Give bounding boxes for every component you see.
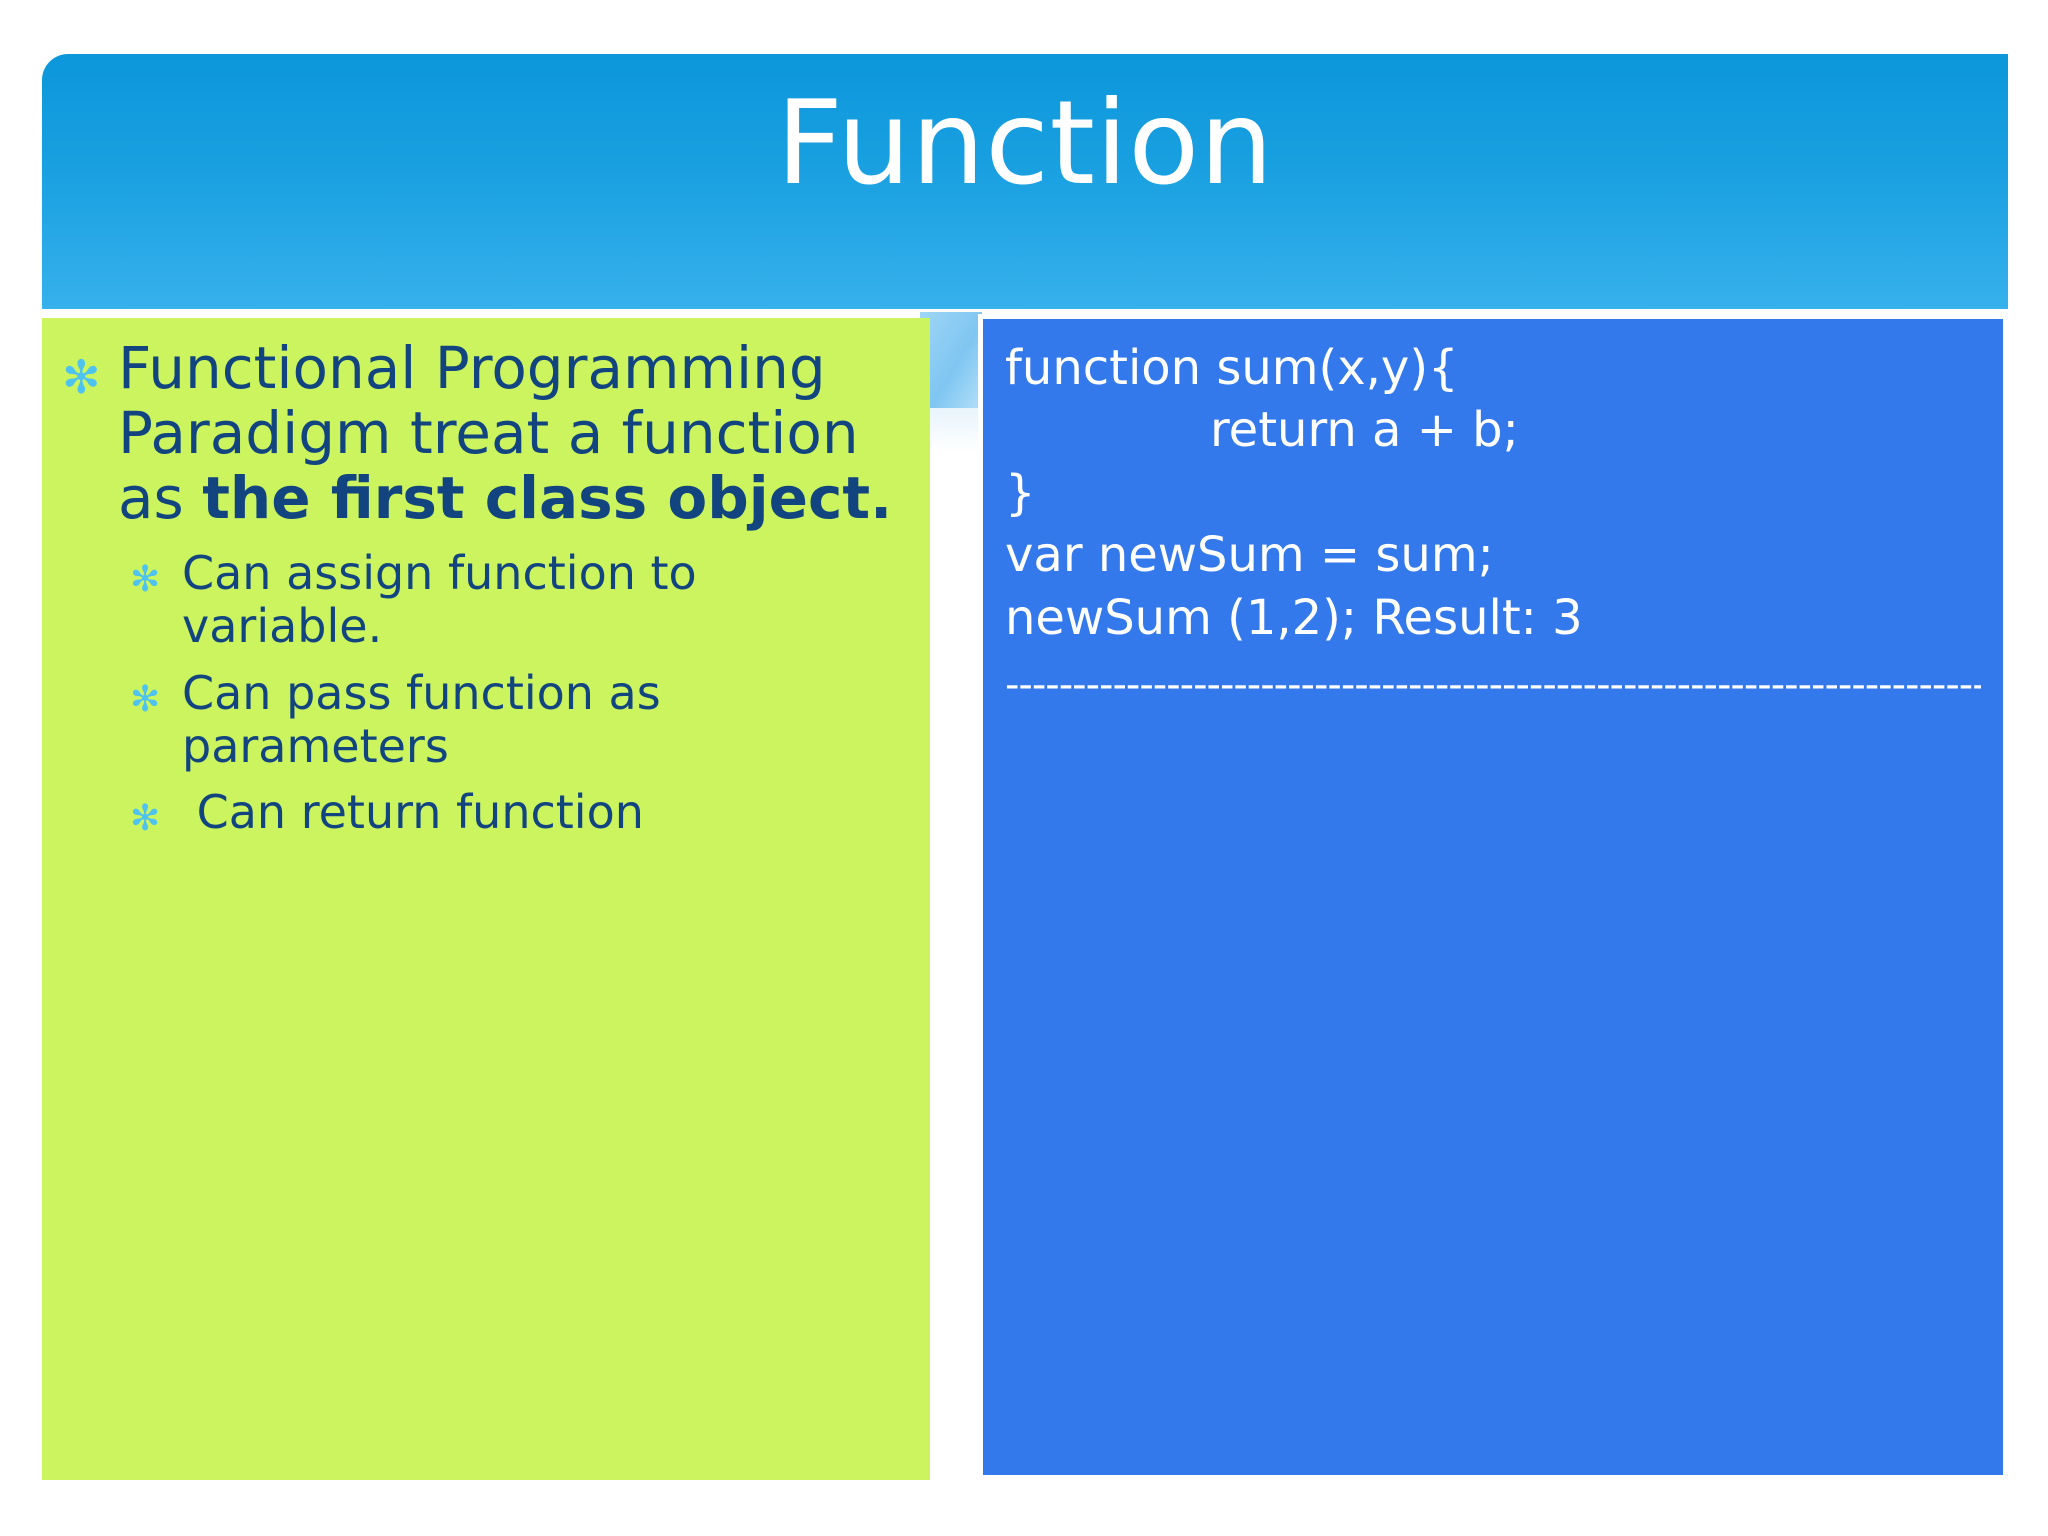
code-line: function sum(x,y){: [1005, 340, 1459, 396]
code-divider-rule: ----------------------------------------…: [1005, 661, 1981, 708]
sub-bullet-text: Can pass function as parameters: [182, 665, 676, 773]
code-line: var newSum = sum;: [1005, 527, 1494, 584]
code-line: return a + b;: [1210, 402, 1519, 459]
code-line: }: [1005, 464, 1036, 521]
page-title: Function: [776, 76, 1274, 211]
asterisk-bullet-icon: ✻: [130, 557, 161, 599]
bullet-list: ✻ Functional Programming Paradigm treat …: [62, 336, 906, 531]
list-item: ✻ Functional Programming Paradigm treat …: [62, 336, 906, 531]
list-item: ✻ Can return function: [130, 786, 906, 839]
title-banner: Function: [42, 54, 2008, 309]
asterisk-bullet-icon: ✻: [62, 351, 101, 403]
sub-bullet-text: Can assign function to variable.: [182, 545, 712, 653]
list-item: ✻ Can pass function as parameters: [130, 665, 906, 773]
main-bullet-text-bold: the first class object.: [202, 463, 893, 532]
bullet-content-panel: ✻ Functional Programming Paradigm treat …: [42, 318, 930, 1480]
code-example-panel: function sum(x,y){ return a + b; } var n…: [978, 314, 2008, 1480]
main-bullet-text: Functional Programming Paradigm treat a …: [118, 336, 906, 531]
sub-bullet-list: ✻ Can assign function to variable. ✻ Can…: [62, 545, 906, 839]
code-line: newSum (1,2); Result: 3: [1005, 589, 1583, 646]
asterisk-bullet-icon: ✻: [130, 677, 161, 719]
main-bullet-text-plain: Functional Programming Paradigm treat a …: [118, 334, 859, 532]
asterisk-bullet-icon: ✻: [130, 797, 161, 839]
list-item: ✻ Can assign function to variable.: [130, 545, 906, 653]
sub-bullet-text: Can return function: [182, 785, 644, 840]
